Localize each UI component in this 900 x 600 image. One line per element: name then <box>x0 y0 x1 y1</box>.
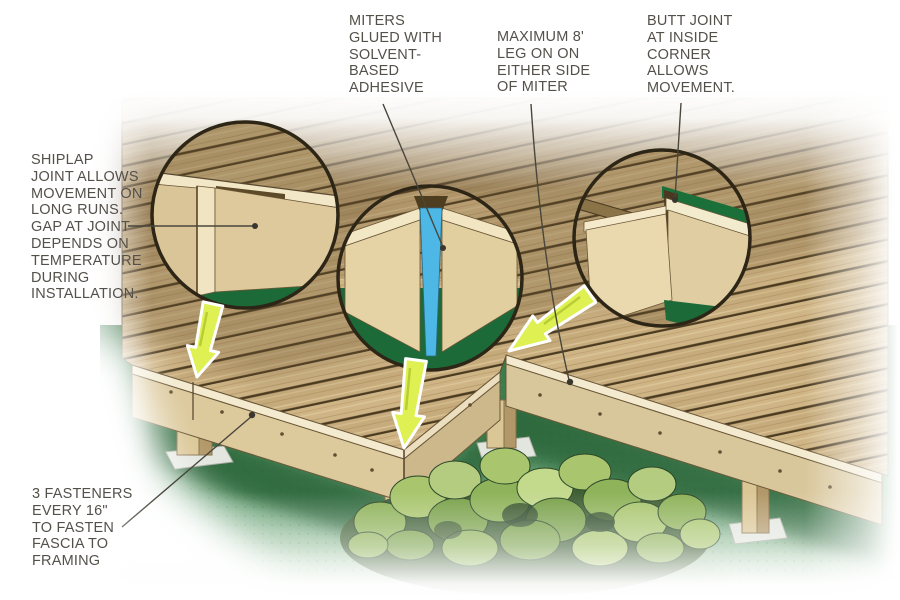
label-line: EITHER SIDE <box>497 62 591 79</box>
label-line: ADHESIVE <box>349 80 424 97</box>
label-line: GAP AT JOINT <box>31 219 131 236</box>
label-line: DURING <box>31 269 90 286</box>
label-miters-glued: MITERS GLUED WITH SOLVENT- BASED ADHESIV… <box>349 13 442 97</box>
label-line: LONG RUNS. <box>31 202 124 219</box>
label-line: MOVEMENT ON <box>31 185 143 202</box>
label-shiplap-joint: SHIPLAP JOINT ALLOWS MOVEMENT ON LONG RU… <box>31 152 143 303</box>
label-line: BASED <box>349 63 400 80</box>
fascia <box>131 354 883 526</box>
label-fasteners: 3 FASTENERS EVERY 16" TO FASTEN FASCIA T… <box>32 486 133 570</box>
label-line: JOINT ALLOWS <box>31 168 139 185</box>
leader-butt-joint <box>674 102 682 200</box>
label-line: MITERS <box>349 13 405 29</box>
label-line: ALLOWS <box>647 63 709 80</box>
label-line: FRAMING <box>32 553 101 570</box>
leader-dots <box>248 197 678 419</box>
leader-miters <box>382 103 444 248</box>
label-line: DEPENDS ON <box>31 235 129 252</box>
label-line: TEMPERATURE <box>31 252 142 269</box>
label-line: OF MITER <box>497 79 568 96</box>
label-line: AT INSIDE <box>647 29 719 46</box>
bottom-fade <box>0 492 900 600</box>
label-line: 3 FASTENERS <box>32 486 133 502</box>
label-line: INSTALLATION. <box>31 286 139 303</box>
label-line: TO FASTEN <box>32 519 115 536</box>
pointer-arrows <box>185 284 598 450</box>
label-line: LEG ON ON <box>497 45 580 62</box>
arrow-to-miter-corner <box>391 357 428 450</box>
callout-butt-joint <box>572 148 752 328</box>
label-line: SOLVENT- <box>349 46 422 63</box>
label-line: SHIPLAP <box>31 152 94 168</box>
label-line: FASCIA TO <box>32 536 109 553</box>
label-line: MAXIMUM 8' <box>497 29 584 45</box>
label-line: CORNER <box>647 46 712 63</box>
label-line: MOVEMENT. <box>647 80 735 97</box>
arrow-to-shiplap <box>185 300 225 379</box>
leader-max-leg <box>530 103 570 381</box>
label-line: BUTT JOINT <box>647 13 733 29</box>
label-maximum-leg: MAXIMUM 8' LEG ON ON EITHER SIDE OF MITE… <box>497 29 590 96</box>
label-line: EVERY 16" <box>32 502 108 519</box>
label-butt-joint: BUTT JOINT AT INSIDE CORNER ALLOWS MOVEM… <box>647 13 735 97</box>
adhesive-strip <box>419 207 443 357</box>
leader-lines <box>121 102 682 528</box>
label-line: GLUED WITH <box>349 29 443 46</box>
